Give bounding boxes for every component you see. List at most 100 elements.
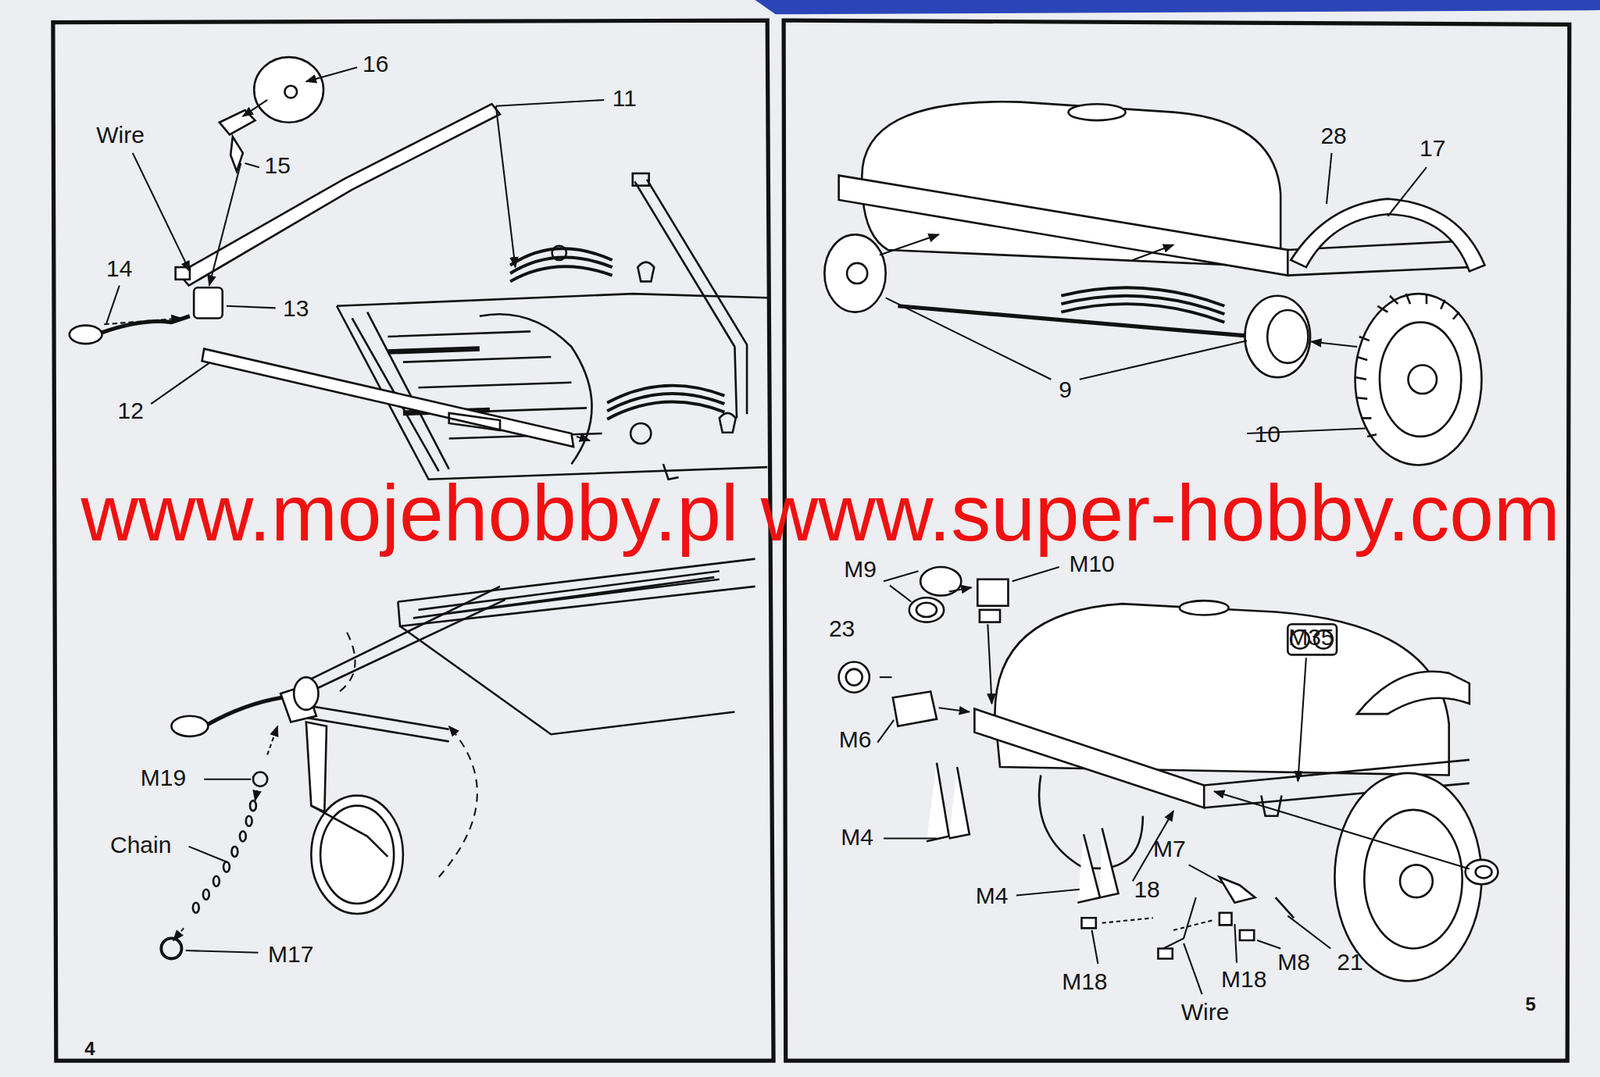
leader-line — [879, 153, 1427, 434]
callout-number: 23 — [828, 615, 855, 642]
callout-number: 21 — [1336, 949, 1363, 975]
leader-line — [267, 726, 278, 756]
leader-line — [889, 585, 911, 603]
callout-number: 16 — [362, 50, 389, 77]
trailer-chassis — [719, 413, 736, 433]
running-gear — [897, 306, 1255, 337]
hitch-parts — [69, 57, 324, 344]
callout-number: 18 — [1133, 876, 1160, 903]
small-parts — [1219, 913, 1233, 926]
chain — [250, 800, 257, 811]
tank — [974, 709, 1204, 809]
leader-line — [1189, 864, 1223, 884]
leader-line — [987, 624, 992, 704]
callout-number: M18 — [1061, 968, 1108, 995]
callout-number: 14 — [106, 255, 133, 282]
watermark: www.mojehobby.pl www.super-hobby.com — [81, 469, 1561, 558]
callout-number: M10 — [1068, 550, 1115, 577]
jockey-wheel — [207, 697, 282, 725]
leader-line — [1234, 924, 1237, 964]
small-parts — [926, 763, 970, 843]
trailer-chassis — [552, 246, 567, 261]
small-parts — [979, 610, 1000, 623]
leader-line — [1173, 920, 1215, 931]
running-gear — [1244, 296, 1311, 378]
small-parts — [846, 669, 863, 686]
tank — [1400, 864, 1433, 898]
tank — [839, 175, 1289, 276]
hitch-parts — [219, 110, 256, 172]
tyre-tread — [1356, 293, 1460, 437]
leader-line — [949, 587, 972, 592]
callout-number: 13 — [282, 295, 309, 322]
leader-line — [203, 778, 251, 781]
leader-line — [103, 67, 604, 441]
hitch-parts — [284, 85, 297, 99]
part-label: Chain — [110, 832, 172, 858]
leader-line — [1183, 943, 1203, 995]
leader-line — [242, 100, 268, 117]
jockey-wheel — [160, 938, 182, 959]
running-gear — [1060, 287, 1225, 322]
callout-number: M6 — [839, 726, 872, 753]
chain — [231, 846, 238, 858]
leader-line — [209, 163, 241, 286]
small-parts — [839, 567, 1499, 959]
jockey-wheel — [160, 677, 404, 959]
trailer-chassis — [607, 385, 725, 420]
leader-line — [1079, 340, 1247, 380]
small-parts — [1219, 877, 1256, 904]
tank — [839, 101, 1470, 275]
hitch-parts — [175, 267, 190, 280]
leader-line — [1287, 916, 1331, 950]
leader-line — [1163, 897, 1197, 949]
callout-number: M8 — [1277, 949, 1311, 975]
small-parts — [916, 603, 937, 618]
trailer-chassis — [630, 423, 651, 444]
small-parts — [1465, 860, 1499, 885]
running-gear — [824, 234, 886, 312]
leader-line — [173, 632, 478, 954]
running-gear — [824, 199, 1485, 466]
chain — [239, 831, 247, 842]
drawbar — [178, 103, 500, 286]
callout-number: M17 — [267, 941, 314, 968]
chain — [192, 800, 257, 914]
callout-number: 10 — [1254, 421, 1281, 447]
chain — [213, 876, 220, 887]
leader-line — [1257, 940, 1281, 949]
callout-number: M18 — [1221, 966, 1267, 993]
trailer-chassis — [397, 559, 755, 627]
tank — [974, 600, 1482, 982]
leader-line — [1214, 791, 1470, 869]
leader-line — [879, 676, 893, 679]
callout-number: M4 — [975, 882, 1009, 909]
leader-line — [885, 297, 1052, 379]
small-parts — [1275, 897, 1295, 918]
trailer-chassis — [306, 586, 506, 694]
trailer-chassis — [296, 559, 756, 743]
tank — [1364, 810, 1462, 950]
cover-strip — [755, 0, 1600, 15]
small-parts — [920, 567, 961, 597]
tank — [1179, 600, 1229, 615]
jockey-wheel — [171, 716, 208, 737]
leader-line — [173, 928, 184, 941]
small-parts — [1475, 866, 1493, 879]
callout-number: M9 — [843, 556, 877, 583]
running-gear — [1379, 322, 1461, 437]
running-gear — [1290, 199, 1485, 272]
trailer-chassis — [510, 248, 613, 282]
leader-line — [1012, 567, 1060, 582]
callout-number: M7 — [1153, 835, 1186, 862]
small-parts — [1081, 917, 1096, 929]
hitch-parts — [253, 57, 324, 123]
drawbar — [449, 413, 500, 431]
leader-line — [1132, 244, 1174, 261]
small-parts — [909, 597, 944, 622]
callout-number: M19 — [140, 764, 186, 791]
leader-line — [306, 67, 358, 82]
leader-line — [1326, 153, 1333, 204]
small-parts — [839, 662, 870, 693]
